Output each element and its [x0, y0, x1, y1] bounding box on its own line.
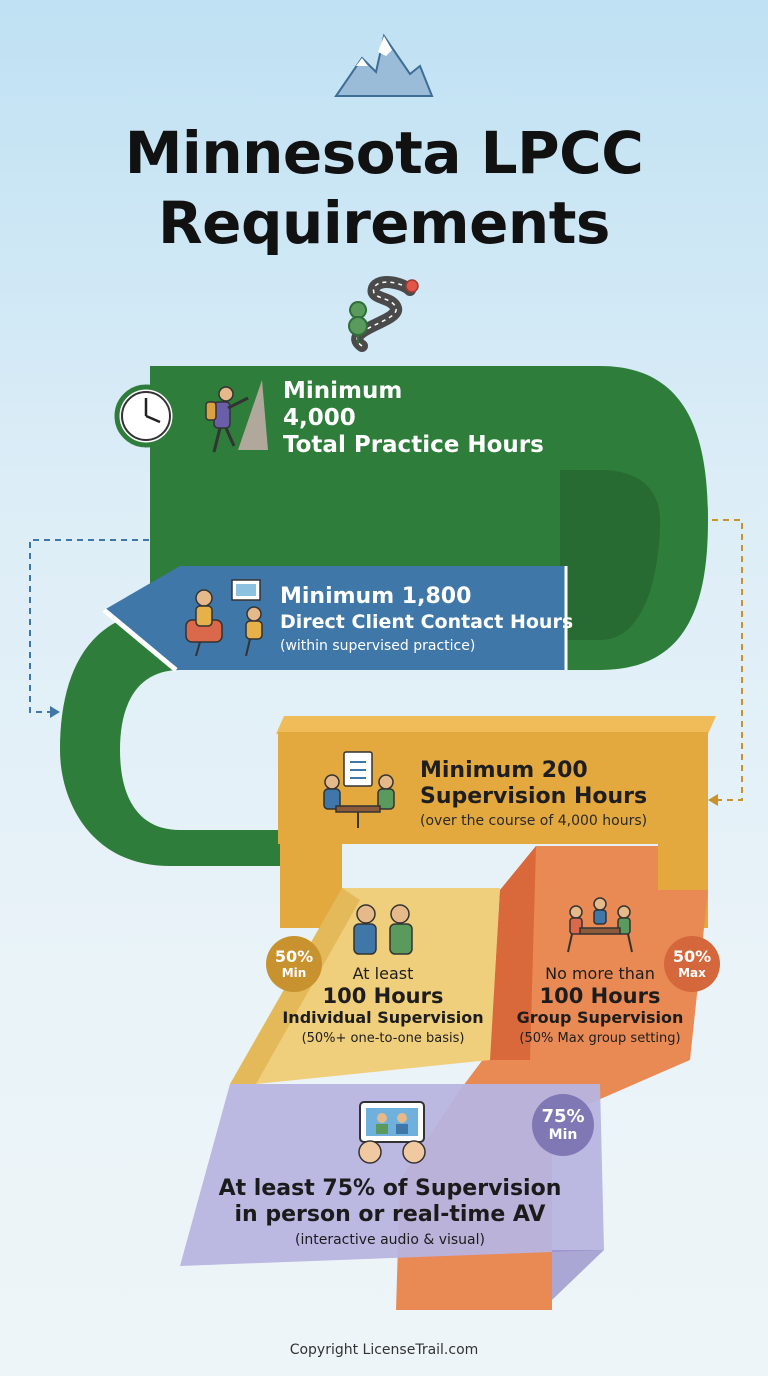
group-pre: No more than — [545, 964, 655, 983]
in-person-badge-label: Min — [548, 1127, 578, 1143]
group-supervision-text: No more than 100 Hours Group Supervision… — [495, 964, 705, 1050]
direct-contact-line-1: Minimum 1,800 — [280, 584, 472, 609]
winding-road-icon — [348, 276, 419, 352]
purple-card — [180, 1084, 604, 1266]
supervision-line-2: Supervision Hours — [420, 784, 648, 809]
direct-contact-line-2: Direct Client Contact Hours — [280, 611, 574, 633]
individual-badge-label: Min — [281, 966, 307, 980]
mountain-icon — [334, 33, 434, 97]
in-person-min-badge: 75% Min — [532, 1094, 594, 1156]
group-badge-label: Max — [678, 966, 706, 980]
supervision-note: (over the course of 4,000 hours) — [420, 813, 648, 829]
individual-min-badge: 50% Min — [266, 936, 322, 992]
individual-hours: 100 Hours — [322, 984, 444, 1008]
group-session-icon — [567, 897, 633, 953]
group-hours: 100 Hours — [539, 984, 661, 1008]
page-title: Minnesota LPCC Requirements — [0, 118, 768, 258]
individual-badge-pct: 50% — [274, 947, 314, 966]
individual-supervision-text: At least 100 Hours Individual Supervisio… — [268, 964, 498, 1050]
climber-icon — [205, 380, 268, 453]
in-person-line-1: At least 75% of Supervision — [218, 1176, 562, 1201]
group-label: Group Supervision — [516, 1008, 684, 1027]
group-badge-pct: 50% — [672, 947, 712, 966]
gold-card — [278, 732, 708, 844]
total-practice-line-1: Minimum — [283, 378, 403, 404]
group-note: (50% Max group setting) — [519, 1031, 681, 1046]
in-person-note: (interactive audio & visual) — [295, 1232, 485, 1248]
in-person-line-2: in person or real-time AV — [234, 1202, 546, 1227]
total-practice-hours-text: Minimum 4,000 Total Practice Hours — [283, 378, 583, 459]
title-line-2: Requirements — [158, 189, 610, 257]
individual-pre: At least — [352, 964, 414, 983]
group-max-badge: 50% Max — [664, 936, 720, 992]
yellow-path — [256, 888, 500, 1084]
video-call-icon — [358, 1101, 426, 1164]
one-to-one-icon — [353, 904, 413, 955]
supervision-hours-text: Minimum 200 Supervision Hours (over the … — [420, 758, 720, 832]
direct-contact-hours-text: Minimum 1,800 Direct Client Contact Hour… — [280, 584, 580, 658]
direct-contact-note: (within supervised practice) — [280, 638, 476, 654]
individual-label: Individual Supervision — [282, 1008, 484, 1027]
counseling-session-icon — [185, 579, 263, 657]
supervision-line-1: Minimum 200 — [420, 758, 588, 783]
individual-note: (50%+ one-to-one basis) — [301, 1031, 465, 1046]
supervision-meeting-icon — [323, 751, 395, 828]
clock-icon — [114, 384, 178, 448]
total-practice-line-3: Total Practice Hours — [283, 432, 544, 458]
copyright-footer: Copyright LicenseTrail.com — [289, 1342, 479, 1358]
in-person-badge-pct: 75% — [541, 1106, 585, 1127]
title-line-1: Minnesota LPCC — [124, 119, 644, 187]
blue-card — [104, 566, 566, 670]
total-practice-line-2: 4,000 — [283, 405, 356, 431]
in-person-supervision-text: At least 75% of Supervision in person or… — [190, 1176, 590, 1252]
